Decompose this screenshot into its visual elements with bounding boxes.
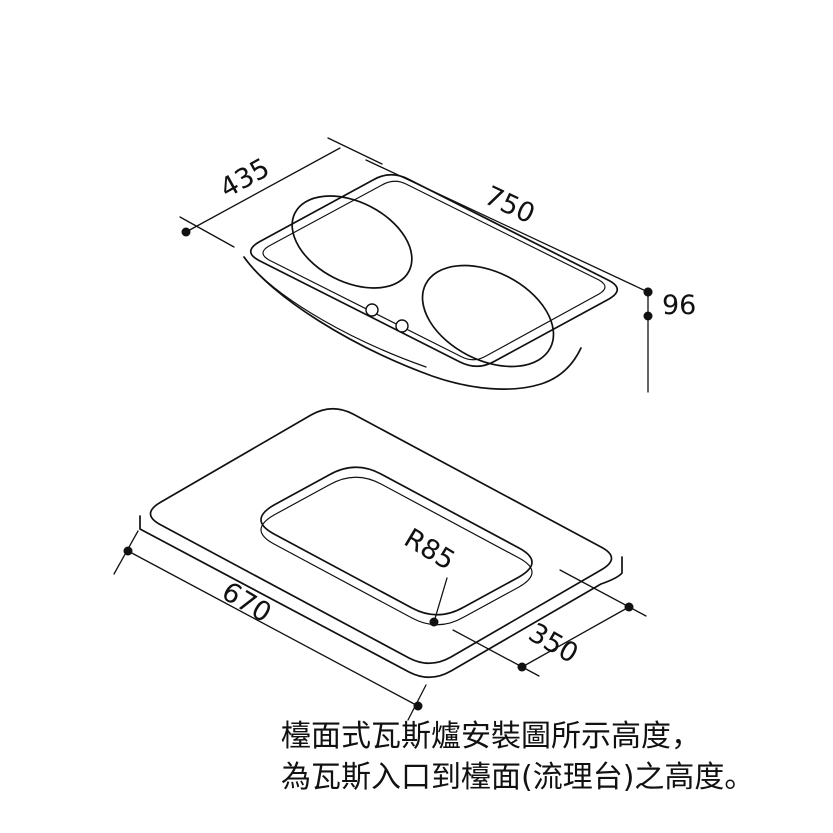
- control-knob-left: [365, 303, 379, 317]
- r85-label: R85: [399, 523, 461, 577]
- dim-350-extension-bottom: [452, 629, 540, 677]
- cutout-inner-wall: [260, 476, 533, 626]
- dim-435-label: 435: [215, 153, 275, 205]
- dim-435-extension-left: [179, 216, 235, 248]
- stove-top-outline: [249, 173, 619, 368]
- dim-350-dot-bottom: [517, 662, 527, 672]
- caption-line-1: 檯面式瓦斯爐安裝圖所示高度，: [281, 719, 701, 754]
- dim-435-dot: [181, 227, 191, 237]
- cutout-outline: [260, 466, 533, 616]
- countertop-outline: [149, 407, 613, 665]
- caption: 檯面式瓦斯爐安裝圖所示高度， 為瓦斯入口到檯面(流理台)之高度。: [281, 716, 754, 798]
- dim-96-label: 96: [662, 290, 696, 321]
- r85-leader-line: [433, 577, 448, 623]
- dim-435-line: [185, 147, 341, 233]
- dim-top-extension: [327, 137, 383, 165]
- stove-view: [243, 173, 619, 390]
- countertop-view: [139, 407, 623, 679]
- dim-96-dot-top: [643, 287, 653, 297]
- dim-670-dot-right: [413, 701, 423, 711]
- stove-front-fold: [250, 265, 427, 368]
- dim-350-extension-top: [559, 569, 647, 617]
- r85-dot: [429, 617, 439, 627]
- dim-350-dot-top: [624, 602, 634, 612]
- dimensions: 435 750 96 670 350: [113, 137, 696, 721]
- stove-front-apron: [243, 256, 582, 390]
- dim-670-line: [127, 550, 419, 707]
- dim-350-label: 350: [523, 617, 583, 670]
- countertop-thickness-edge: [139, 515, 623, 679]
- dim-670-label: 670: [216, 576, 276, 629]
- burner-right: [421, 264, 555, 368]
- dim-96-dot-bottom: [643, 311, 653, 321]
- dim-750-label: 750: [480, 180, 540, 230]
- dim-350-line: [521, 606, 630, 668]
- stove-top-rim: [262, 180, 606, 361]
- dim-670-dot-left: [123, 546, 133, 556]
- caption-line-2: 為瓦斯入口到檯面(流理台)之高度。: [281, 760, 755, 795]
- burner-left: [291, 195, 413, 289]
- control-knob-right: [395, 319, 409, 333]
- dim-750-line: [365, 159, 649, 293]
